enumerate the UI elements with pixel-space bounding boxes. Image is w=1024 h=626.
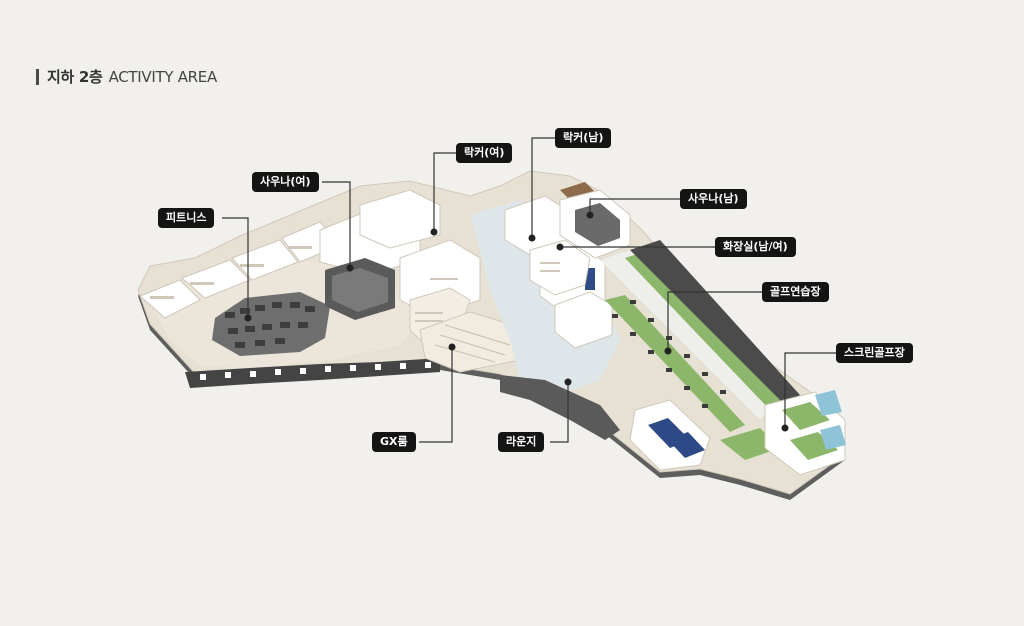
- lounge-area: [470, 182, 620, 440]
- page-header: 지하 2층 ACTIVITY AREA: [36, 66, 217, 87]
- area-label: ACTIVITY AREA: [108, 68, 218, 86]
- floor-label: 지하 2층: [47, 68, 103, 86]
- label-locker-male: 락커(남): [555, 128, 612, 148]
- label-gx-room: GX룸: [372, 432, 416, 452]
- label-screen-golf: 스크린골프장: [836, 343, 913, 363]
- label-golf-practice: 골프연습장: [762, 282, 829, 302]
- leader-dots: [244, 211, 789, 432]
- label-sauna-male: 사우나(남): [680, 189, 747, 209]
- label-sauna-female: 사우나(여): [252, 172, 319, 192]
- mechanical-block: [629, 399, 711, 471]
- central-rooms: [319, 189, 531, 373]
- leader-lines: [222, 137, 836, 443]
- page-title: 지하 2층 ACTIVITY AREA: [47, 66, 217, 87]
- header-accent-bar: [36, 68, 39, 85]
- golf-range: [600, 240, 800, 460]
- label-locker-female: 락커(여): [456, 143, 513, 163]
- label-restroom: 화장실(남/여): [715, 237, 796, 257]
- male-facilities: [529, 189, 631, 296]
- fitness-area: [139, 221, 440, 388]
- label-fitness: 피트니스: [158, 208, 215, 228]
- label-lounge: 라운지: [498, 432, 545, 452]
